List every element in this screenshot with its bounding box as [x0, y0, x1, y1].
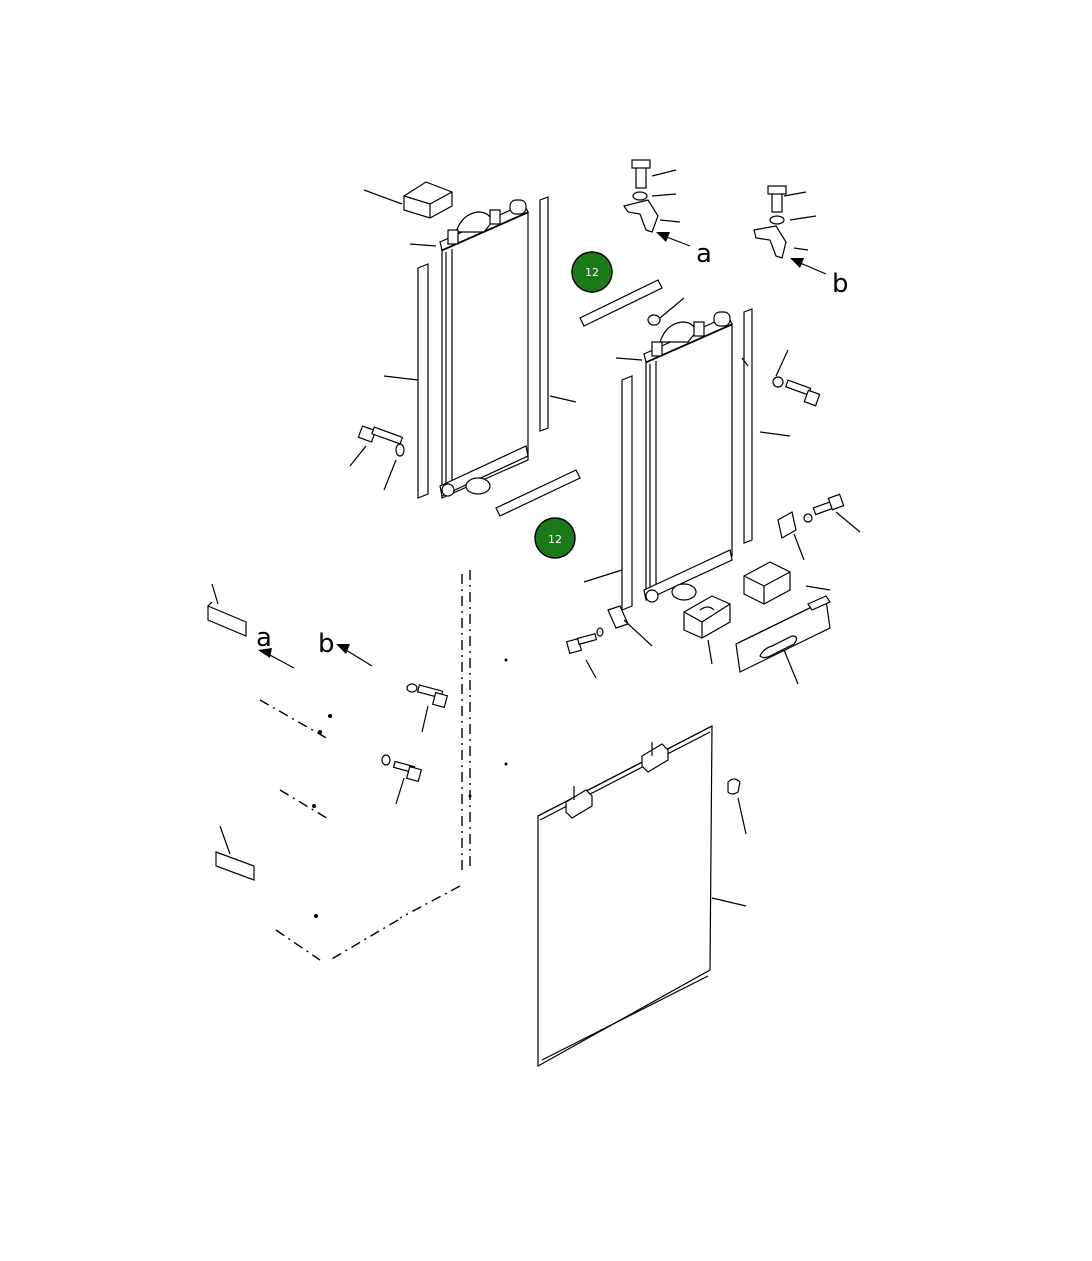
right-bolt-washer-upper	[772, 376, 821, 407]
leader-lines	[211, 169, 861, 907]
view-arrow-a-upper	[656, 232, 691, 247]
bottom-channel-bracket	[735, 595, 831, 673]
left-bolt-washer	[357, 425, 405, 457]
screen-net-panel	[537, 725, 741, 1068]
right-mount-bracket	[777, 493, 845, 539]
lower-left-bolts	[381, 683, 449, 783]
lower-center-bolt	[565, 605, 629, 655]
view-arrow-b-lower	[336, 644, 373, 667]
drain-plug	[647, 314, 661, 326]
callout-12-lower: 12	[534, 517, 576, 559]
left-seal-strip-vertical	[417, 196, 549, 499]
left-lower-seal-strip	[495, 469, 581, 517]
view-arrow-a-lower	[258, 648, 295, 669]
bracket-a-assembly	[623, 159, 659, 233]
callout-12-upper-number: 12	[585, 266, 599, 279]
frame-phantom-lines	[259, 570, 508, 961]
view-letter-a-lower: a	[256, 623, 272, 653]
view-letter-b-upper: b	[832, 269, 849, 299]
left-pad-upper	[207, 601, 247, 637]
left-radiator-core	[403, 181, 529, 499]
view-letter-a-upper: a	[696, 239, 712, 269]
right-radiator-core	[643, 311, 733, 603]
right-seal-strip-vertical	[621, 308, 753, 611]
view-letter-b-lower: b	[318, 629, 335, 659]
callout-12-lower-number: 12	[548, 533, 562, 546]
bracket-b-assembly	[753, 185, 787, 259]
right-upper-seal-strip	[579, 279, 663, 327]
rubber-mount-blocks	[683, 561, 791, 639]
view-arrow-b-upper	[790, 258, 827, 275]
left-pad-lower	[215, 851, 255, 881]
callout-12-upper: 12	[571, 251, 613, 293]
